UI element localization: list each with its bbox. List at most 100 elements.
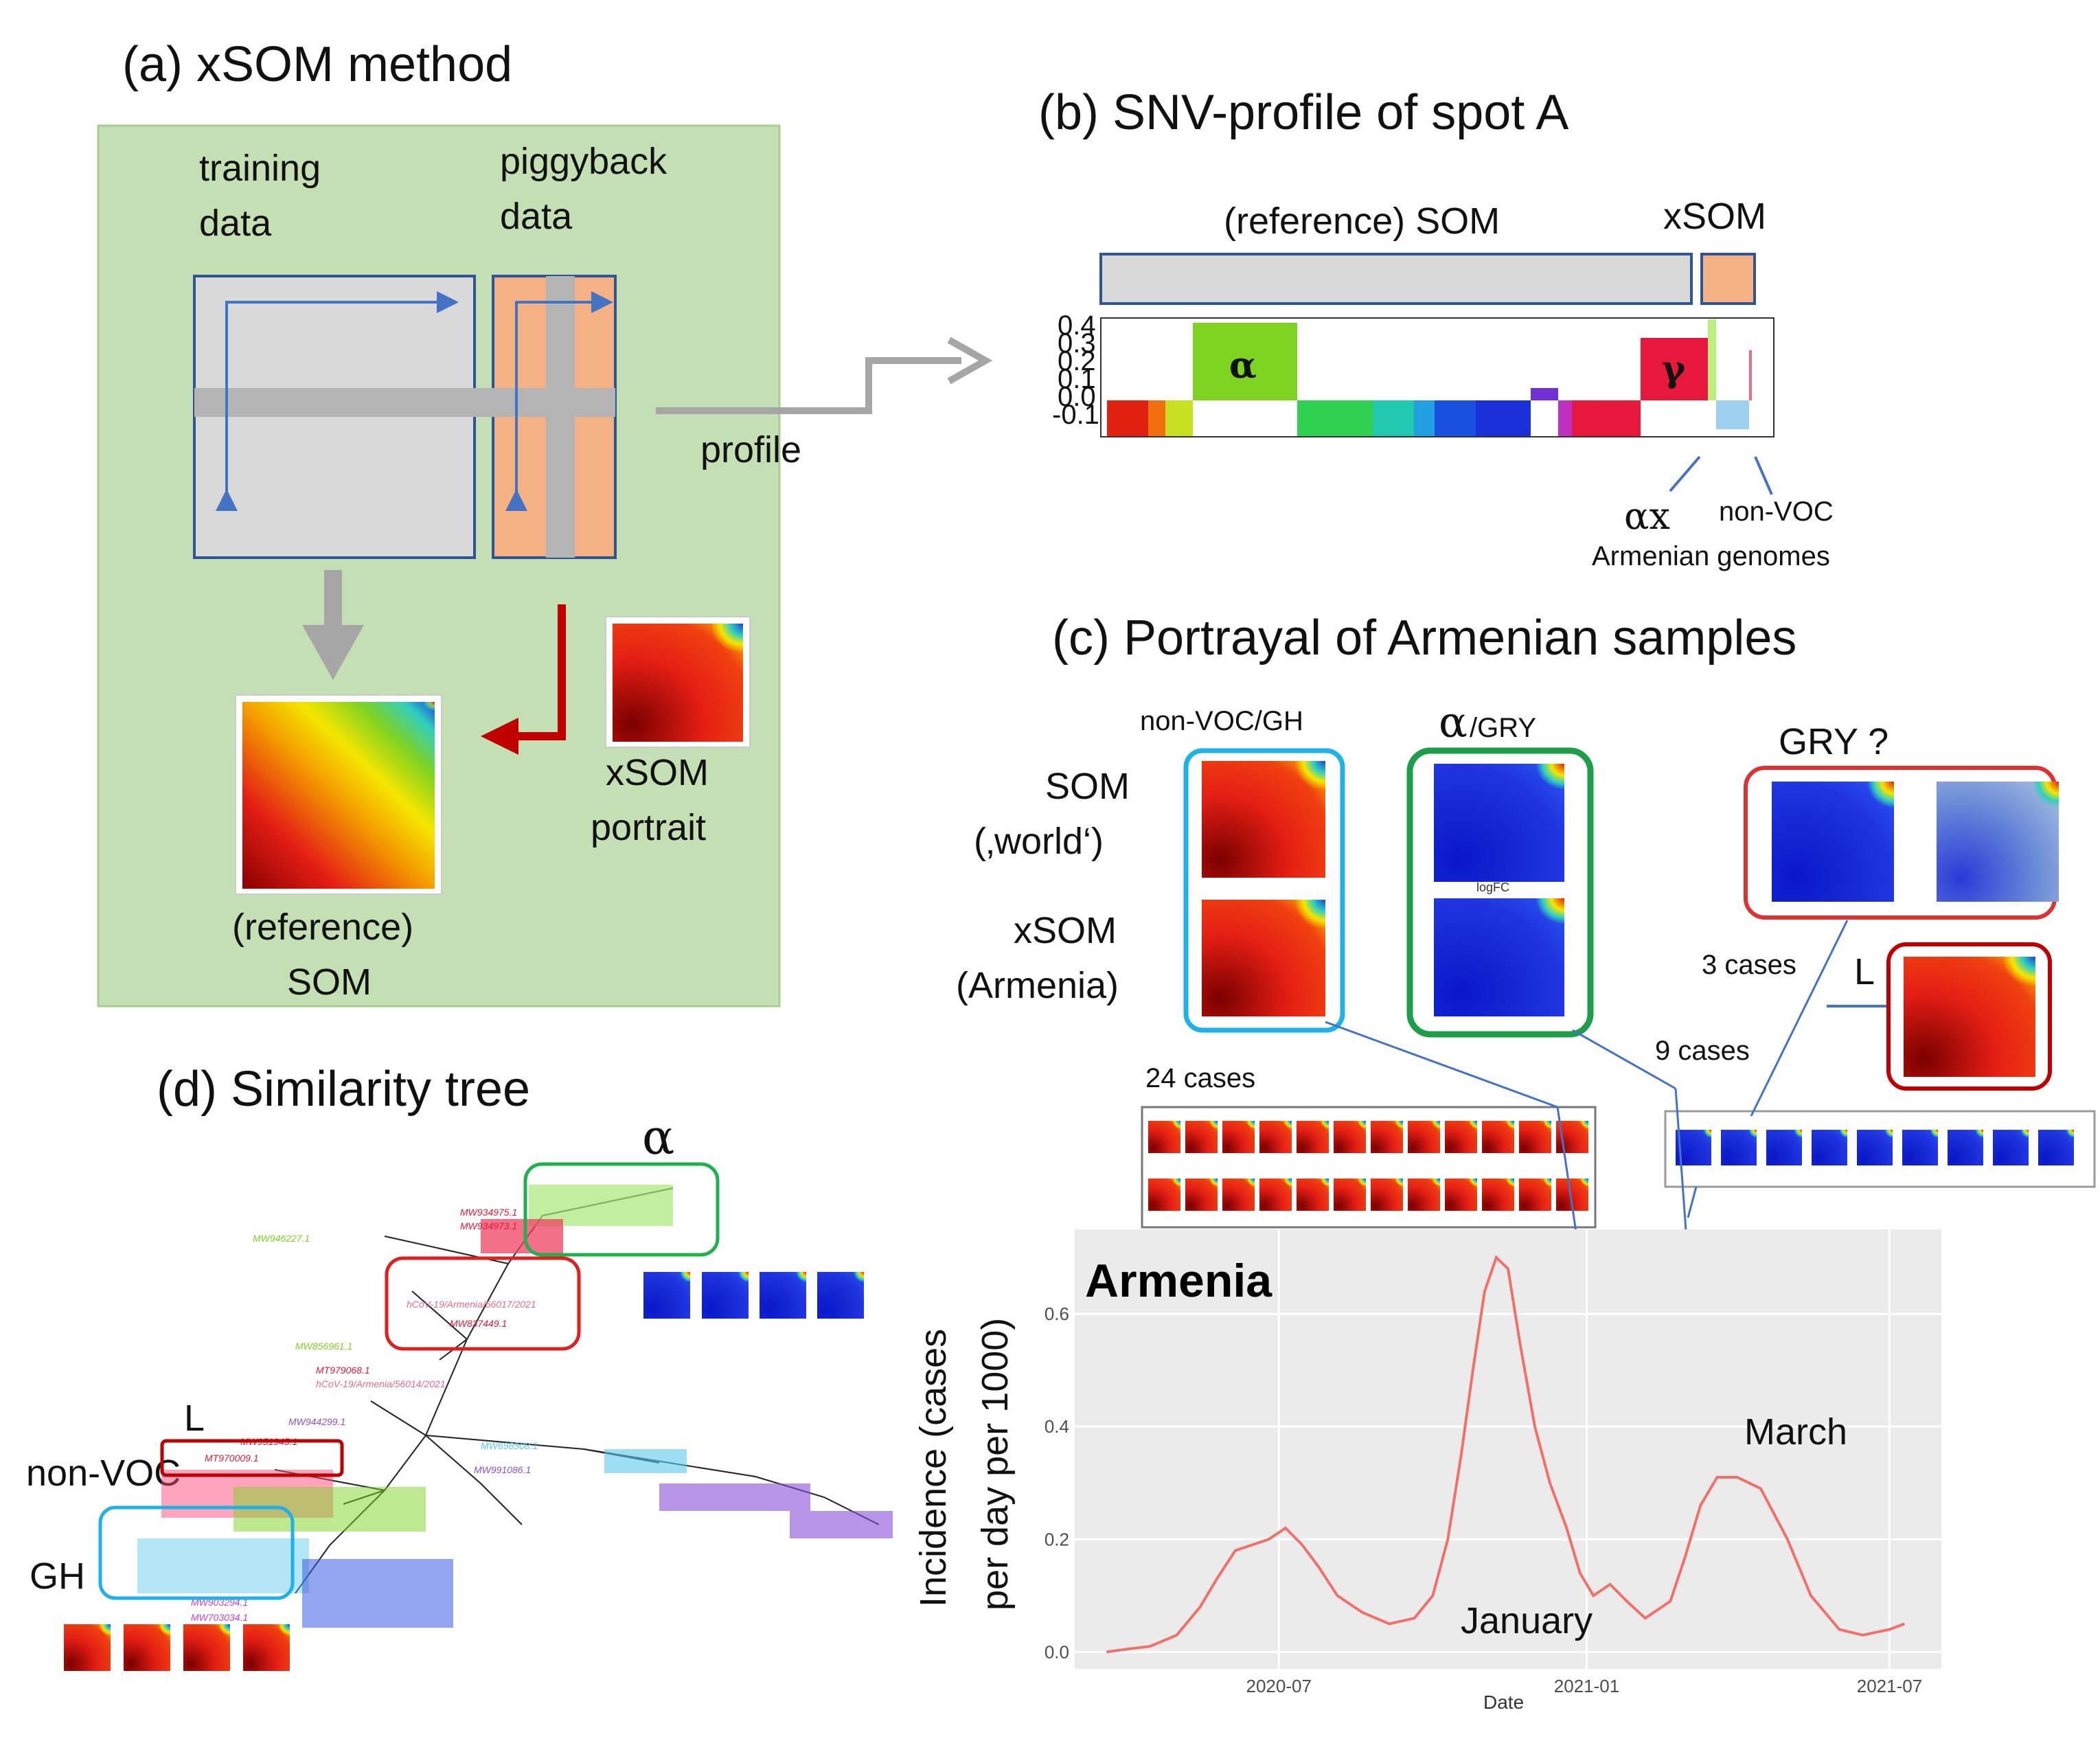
xsom-label-2: portrait: [591, 807, 706, 848]
twenty-four-cases-label: 24 cases: [1145, 1063, 1255, 1093]
alpha-xsom-portrait: [1434, 898, 1564, 1016]
chart-ylabel-1: Incidence (cases: [913, 1329, 954, 1607]
tree-gh-portraits: [64, 1624, 290, 1671]
panel-d: (d) Similarity tree α L non-VOC GH: [26, 1062, 893, 1671]
l-portrait: [1904, 957, 2035, 1077]
piggyback-label: piggyback: [500, 141, 667, 182]
down-arrow-head: [302, 625, 364, 680]
profile-connector-head: [947, 337, 993, 385]
chart-tick-labels: 0.0 0.2 0.4 0.6 2020-07 2021-01 2021-07: [1045, 1304, 1922, 1696]
gry-portrait-2: [1937, 782, 2059, 902]
red-arrow-shaft: [508, 604, 566, 740]
gry-portrait-1: [1772, 782, 1894, 902]
svg-text:0.2: 0.2: [1058, 346, 1096, 376]
y-tick-label: 0.4: [1045, 1416, 1069, 1437]
piggyback-axes-arrow: [505, 291, 613, 511]
xsom-portrait-image: [605, 616, 751, 748]
som-world-label: (‚world‘): [974, 821, 1104, 862]
xsom-label: xSOM: [606, 752, 709, 793]
ax-pointer: [1669, 455, 1701, 492]
january-annotation: January: [1461, 1600, 1593, 1641]
panel-b-title: (b) SNV-profile of spot A: [1038, 85, 1568, 140]
alpha-col-label: α: [1439, 697, 1468, 747]
svg-text:MW946227.1: MW946227.1: [253, 1233, 310, 1244]
march-annotation: March: [1744, 1411, 1847, 1453]
xsom-bar: [1700, 253, 1756, 305]
alpha-som-portrait: [1434, 764, 1564, 882]
alpha-gry-box: [1406, 747, 1594, 1038]
x-tick-label: 2021-07: [1857, 1676, 1922, 1696]
panel-c-title: (c) Portrayal of Armenian samples: [1052, 611, 1796, 665]
y-tick-label: 0.6: [1045, 1304, 1069, 1324]
profile-label: profile: [700, 429, 801, 470]
tree-tip-labels: MW934975.1 MW934973.1 MW946227.1 hCoV-19…: [191, 1207, 538, 1623]
panel-a: (a) xSOM method training data piggyback …: [97, 37, 993, 1008]
nonvoc-profile-label: non-VOC: [1719, 497, 1834, 527]
l-box: [1886, 942, 2052, 1091]
tree-alpha-label: α: [642, 1109, 674, 1165]
tree-gh-label: GH: [30, 1556, 85, 1597]
training-axes-arrow: [216, 291, 459, 511]
profile-column-band: [546, 276, 575, 558]
svg-text:MW703034.1: MW703034.1: [191, 1612, 248, 1623]
alpha-bar-label: α: [1229, 345, 1257, 387]
tree-alpha-portraits: [643, 1272, 864, 1319]
tree-l-box: [160, 1439, 344, 1477]
som-row-label: SOM: [1045, 766, 1130, 807]
tree-gry-box: [385, 1256, 581, 1351]
tree-clusters: [137, 1185, 893, 1628]
svg-text:MW934975.1: MW934975.1: [460, 1207, 517, 1218]
svg-text:MT970009.1: MT970009.1: [205, 1453, 259, 1464]
nonvoc-gh-label: non-VOC/GH: [1140, 706, 1303, 736]
chart-xlabel: Date: [1483, 1692, 1524, 1713]
gamma-bar-label: γ: [1662, 348, 1686, 390]
nonvoc-xsom-portrait: [1202, 900, 1325, 1016]
tree-alpha-box: [523, 1162, 720, 1257]
chart-title: Armenia: [1085, 1255, 1272, 1307]
svg-text:MW837449.1: MW837449.1: [450, 1318, 507, 1329]
profile-connector: [656, 357, 961, 414]
panel-c: (c) Portrayal of Armenian samples non-VO…: [956, 611, 2096, 1579]
tree-branches: [274, 1187, 880, 1594]
nonvoc-gh-box: [1183, 748, 1345, 1033]
chart-ylabel-2: per day per 1000): [974, 1318, 1016, 1611]
gry-question-label: GRY ?: [1779, 721, 1888, 762]
svg-text:0.3: 0.3: [1058, 328, 1096, 359]
ref-som-label: (reference) SOM: [1224, 201, 1500, 242]
svg-text:MW944299.1: MW944299.1: [288, 1416, 345, 1427]
xsom-bar-label: xSOM: [1663, 196, 1766, 237]
svg-text:MW934973.1: MW934973.1: [460, 1220, 517, 1231]
x-tick-label: 2021-01: [1554, 1676, 1619, 1696]
xsom-armenia-label: (Armenia): [956, 965, 1119, 1006]
training-label-2: data: [199, 203, 272, 244]
panel-b: (b) SNV-profile of spot A (reference) SO…: [1038, 85, 1834, 571]
reference-som-label-2: SOM: [287, 961, 372, 1003]
chart-panel: [1075, 1229, 1941, 1669]
y-tick-label: 0.2: [1045, 1529, 1069, 1549]
svg-text:0.4: 0.4: [1058, 310, 1096, 341]
reference-som-image: [235, 694, 442, 895]
alpha-x-label: αx: [1624, 494, 1670, 538]
nine-cases-portraits: [1676, 1130, 2074, 1165]
svg-text:-0.1: -0.1: [1052, 400, 1099, 430]
svg-text:hCoV-19/Armenia/56017/2021: hCoV-19/Armenia/56017/2021: [407, 1299, 536, 1310]
nonvoc-som-portrait: [1202, 761, 1325, 878]
x-tick-label: 2020-07: [1246, 1676, 1312, 1696]
svg-text:0.0: 0.0: [1058, 382, 1096, 412]
xsom-row-label: xSOM: [1014, 910, 1117, 951]
incidence-line: [1106, 1255, 1906, 1654]
panel-d-title: (d) Similarity tree: [157, 1062, 530, 1117]
y-tick-label: 0.0: [1045, 1641, 1069, 1662]
svg-text:0.1: 0.1: [1058, 364, 1096, 394]
chart-gridlines: [1075, 1229, 1941, 1669]
red-arrow-head: [481, 718, 518, 755]
svg-text:hCoV-19/Armenia/56014/2021: hCoV-19/Armenia/56014/2021: [316, 1378, 446, 1389]
l-portrait-label: L: [1854, 951, 1875, 992]
svg-text:MW856961.1: MW856961.1: [295, 1341, 352, 1352]
nine-cases-label: 9 cases: [1655, 1036, 1750, 1066]
tree-gh-box: [98, 1505, 295, 1600]
piggyback-label-2: data: [500, 196, 573, 237]
snv-profile-yticks: 0.4 0.3 0.2 0.1 0.0 -0.1: [1052, 310, 1099, 430]
reference-som-label: (reference): [232, 907, 413, 948]
